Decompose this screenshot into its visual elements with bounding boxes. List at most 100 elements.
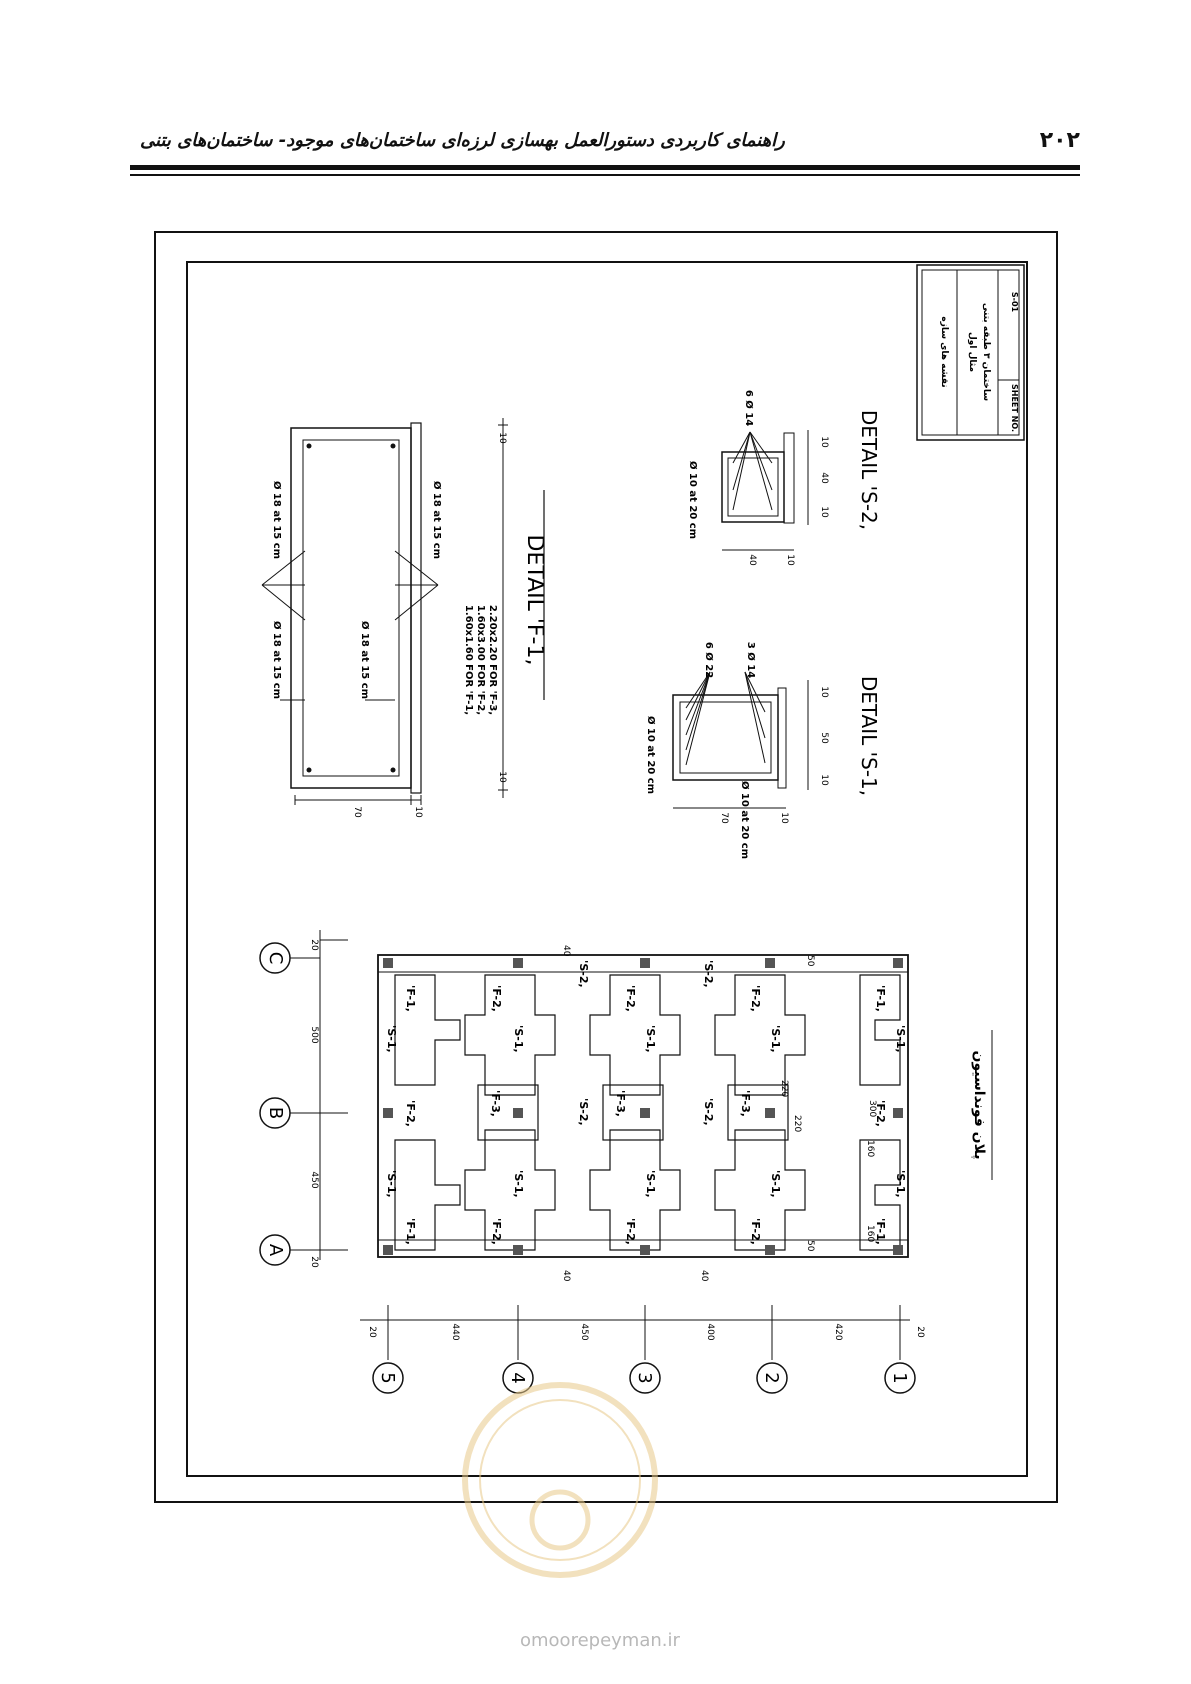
plan-boundary: [377, 954, 909, 1258]
label-s1-8: 'S-1,: [769, 1170, 782, 1198]
f1-dim-right: 10: [497, 771, 507, 783]
seal-gear-icon: [529, 1489, 591, 1551]
f1-size-f3: 2.20x2.20 FOR 'F-3,: [487, 605, 498, 715]
f1-dim-depth: 70: [352, 806, 362, 818]
f1-size-f1: 1.60x1.60 FOR 'F-1,: [463, 605, 474, 715]
number-dim-3: 400: [705, 1323, 715, 1340]
number-dim-1: 20: [915, 1326, 925, 1338]
s1-dim-depth: 70: [719, 812, 729, 824]
s1-stirrup-label: Ø 10 at 20 cm: [645, 716, 657, 794]
title-block-drawing-type: نقشه های سازه: [939, 316, 949, 387]
label-f2-2: 'F-2,: [490, 1218, 503, 1245]
label-f1-2: 'F-1,: [404, 1218, 417, 1245]
s2-beam-outline: [721, 451, 785, 523]
label-f2-6: 'F-2,: [749, 1218, 762, 1245]
label-s1-9: 'S-1,: [894, 1025, 907, 1053]
s1-stirrup: [679, 701, 772, 774]
label-f2-5: 'F-2,: [749, 985, 762, 1012]
letter-dim-4: 20: [309, 939, 319, 951]
plan-dim-40-2: 40: [561, 1270, 571, 1282]
f1-dim-cover: 10: [413, 806, 423, 818]
detail-s1: 6 Ø 22 3 Ø 14 Ø 10 at 20 cm Ø 10 at 20 c…: [645, 642, 881, 859]
label-f3-3: 'F-3,: [739, 1090, 752, 1117]
f1-rebar-bottom-left: Ø 18 at 15 cm: [271, 621, 283, 699]
label-s2-4: 'S-2,: [702, 960, 715, 988]
grid-letter-a: A: [265, 1244, 286, 1257]
s1-beam-outline: [672, 694, 779, 781]
label-f2-4: 'F-2,: [624, 1218, 637, 1245]
plan-dim-160-1: 160: [865, 1225, 875, 1242]
s1-dim-right: 10: [819, 774, 829, 786]
s2-dim-cover: 10: [785, 554, 795, 566]
label-f2-3: 'F-2,: [624, 985, 637, 1012]
label-f2-8: 'F-2,: [874, 1100, 887, 1127]
watermark-seal: [462, 1382, 658, 1578]
grid-number-4: 4: [507, 1372, 528, 1383]
f1-dim-left: 10: [497, 432, 507, 444]
number-dim-6: 20: [367, 1326, 377, 1338]
footing-shapes: [394, 974, 901, 1251]
label-f1-1: 'F-1,: [404, 985, 417, 1012]
letter-dim-1: 20: [309, 1256, 319, 1268]
grid-letters: A B C 20 450 500 20: [259, 930, 348, 1268]
label-s2-3: 'S-2,: [577, 960, 590, 988]
sheet-inner-border: [186, 261, 1028, 1477]
label-s1-4: 'S-1,: [512, 1170, 525, 1198]
label-s1-6: 'S-1,: [644, 1170, 657, 1198]
plan-dim-40-1: 40: [561, 945, 571, 957]
label-s1-1: 'S-1,: [385, 1025, 398, 1053]
sheet-outer-border: [154, 231, 1058, 1503]
plan-labels: 'F-1, 'F-1, 'F-1, 'F-1, 'F-2, 'F-2, 'F-2…: [385, 960, 907, 1245]
header-rule-thin: [130, 174, 1080, 176]
plan-dim-220-2: 220: [792, 1115, 802, 1132]
grid-number-5: 5: [377, 1372, 398, 1383]
number-dim-2: 420: [833, 1323, 843, 1340]
f1-rebar-cage: [302, 439, 400, 777]
title-block-example: مثال اول: [967, 332, 977, 372]
grid-number-3: 3: [634, 1372, 655, 1383]
label-s2-1: 'S-2,: [577, 1098, 590, 1126]
s2-dim-right: 10: [819, 506, 829, 518]
label-f3-1: 'F-3,: [489, 1090, 502, 1117]
letter-dim-3: 500: [309, 1026, 319, 1043]
s2-lean-concrete: [783, 432, 795, 524]
s1-stirrup-label-2: Ø 10 at 20 cm: [739, 781, 751, 859]
grid-number-1: 1: [889, 1372, 910, 1383]
plan-dim-300: 300: [867, 1100, 877, 1117]
plan-dim-50-2: 50: [805, 1240, 815, 1252]
detail-f1: Ø 18 at 15 cm Ø 18 at 15 cm Ø 18 at 15 c…: [261, 418, 547, 818]
plan-dim-220-1: 220: [779, 1080, 789, 1097]
grid-number-2: 2: [761, 1372, 782, 1383]
plan-dim-160-2: 160: [865, 1140, 875, 1157]
grid-numbers: 1 2 3 4 5 20 420 400 450 440 20: [360, 1305, 925, 1394]
label-f2-7: 'F-2,: [404, 1100, 417, 1127]
grid-letter-b: B: [265, 1107, 286, 1119]
label-s1-2: 'S-1,: [385, 1170, 398, 1198]
number-dim-4: 450: [579, 1323, 589, 1340]
header-rule-thick: [130, 165, 1080, 170]
foundation-plan: 'F-1, 'F-1, 'F-1, 'F-1, 'F-2, 'F-2, 'F-2…: [259, 930, 993, 1394]
f1-rebar-top-left: Ø 18 at 15 cm: [271, 481, 283, 559]
s2-dim-width: 40: [819, 472, 829, 484]
f1-lean-concrete: [410, 422, 422, 794]
s1-bottom-bars: 3 Ø 14: [745, 642, 757, 678]
detail-s2: 6 Ø 14 Ø 10 at 20 cm 40 10 10 40 10 DETA…: [687, 390, 881, 566]
s1-lean-concrete: [777, 687, 787, 789]
label-s2-2: 'S-2,: [702, 1098, 715, 1126]
s1-dim-left: 10: [819, 686, 829, 698]
letter-dim-2: 450: [309, 1171, 319, 1188]
label-s1-3: 'S-1,: [512, 1025, 525, 1053]
s1-top-bars: 6 Ø 22: [703, 642, 715, 678]
s2-bars: 6 Ø 14: [743, 390, 755, 426]
s2-dim-left: 10: [819, 436, 829, 448]
title-block-sheet-label: SHEET NO.: [1010, 384, 1019, 432]
label-f2-1: 'F-2,: [490, 985, 503, 1012]
s1-title: DETAIL 'S-1,: [857, 676, 881, 796]
running-title: راهنمای کاربردی دستورالعمل بهسازی لرزه‌ا…: [140, 130, 785, 151]
label-f1-3: 'F-1,: [874, 985, 887, 1012]
columns: [383, 958, 903, 1255]
s2-stirrup-label: Ø 10 at 20 cm: [687, 461, 699, 539]
watermark-url: omoorepeyman.ir: [520, 1630, 680, 1651]
grid-letter-c: C: [265, 952, 286, 965]
